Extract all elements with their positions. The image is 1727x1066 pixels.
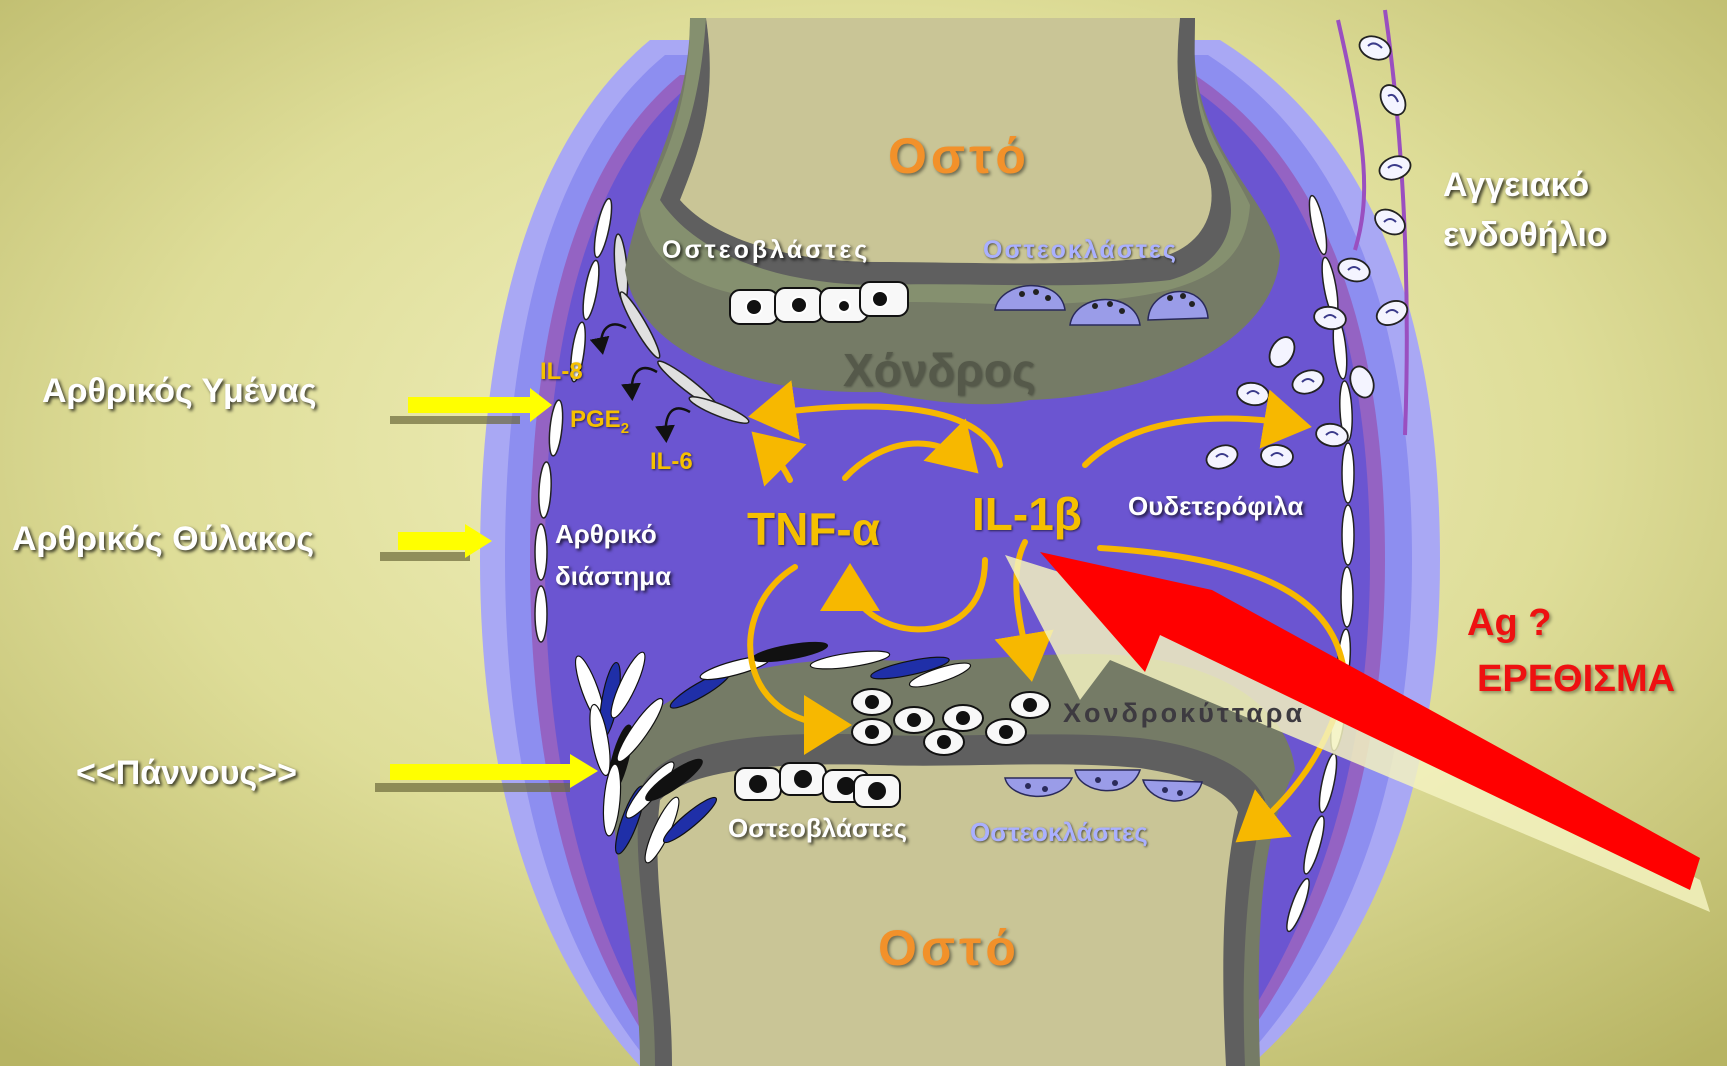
pannus-label: <<Πάννους>> — [76, 754, 297, 793]
osteoblasts-top-label: Οστεοβλάστες — [662, 236, 870, 265]
pge2-subscript: 2 — [621, 420, 629, 437]
joint-capsule-label: Αρθρικός Θύλακος — [12, 520, 314, 559]
pge2-label: PGE2 — [570, 406, 629, 437]
synovial-membrane-label: Αρθρικός Υμένας — [42, 372, 317, 411]
il1-beta-label: IL-1β — [972, 488, 1082, 541]
tnf-alpha-label: TNF-α — [747, 503, 880, 556]
joint-space-label-line2: διάστημα — [555, 562, 671, 592]
antigen-label: Ag ? — [1467, 602, 1551, 646]
bone-top-label: Οστό — [888, 128, 1030, 186]
stimulus-label: ΕΡΕΘΙΣΜΑ — [1477, 658, 1675, 702]
pge2-base: PGE — [570, 406, 621, 433]
osteoclasts-bottom-label: Οστεοκλάστες — [970, 818, 1148, 848]
vascular-endothelium-label-line2: ενδοθήλιο — [1443, 216, 1608, 255]
osteoclasts-top-label: Οστεοκλάστες — [983, 236, 1178, 265]
neutrophils-label: Ουδετερόφιλα — [1128, 492, 1303, 522]
osteoblasts-bottom-label: Οστεοβλάστες — [728, 814, 907, 844]
il8-label: IL-8 — [540, 358, 583, 386]
chondrocytes-label: Χονδροκύτταρα — [1063, 698, 1305, 729]
cartilage-label: Χόνδρος — [843, 344, 1036, 397]
il6-label: IL-6 — [650, 448, 693, 476]
joint-space-label-line1: Αρθρικό — [555, 520, 657, 550]
vascular-endothelium-label-line1: Αγγειακό — [1443, 166, 1589, 205]
bone-bottom-label: Οστό — [878, 920, 1020, 978]
